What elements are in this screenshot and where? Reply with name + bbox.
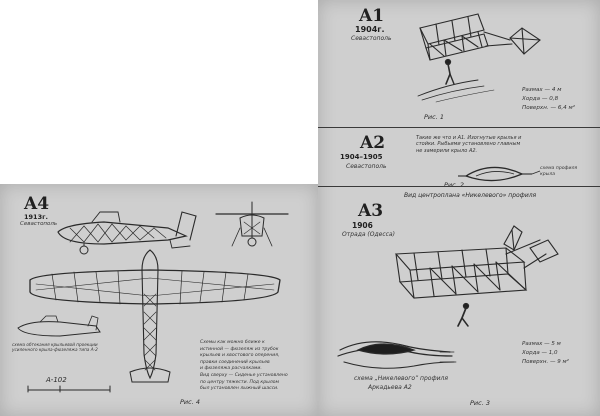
a4-label: A4: [24, 194, 50, 214]
a3-year: 1906: [352, 221, 373, 230]
a2-note-line-3: не замерили крыло А2.: [416, 147, 478, 154]
a4-text-line-4: правки соединений крыльев: [200, 359, 270, 365]
a2-note: Такие же что и А1. Изогнутые крылья и ст…: [416, 135, 521, 154]
divider-a2-a3: [318, 186, 600, 187]
a4-left-note-line-2: усиленного крыла-фюзеляжа типа А-2: [12, 347, 98, 353]
a3-stat-chord: Хорда — 1,0: [522, 349, 558, 356]
a1-glider-drawing: [318, 0, 600, 416]
sheet-right: A1 1904г. Севастополь: [318, 0, 600, 416]
a1-stat-area: Поверхн. — 6,4 м²: [522, 105, 575, 111]
a2-year: 1904–1905: [340, 153, 383, 161]
a2-profile-drawing: [318, 0, 600, 416]
a4-text-line-3: крыльев и хвостового оперения,: [200, 353, 280, 359]
a3-label: A3: [358, 201, 384, 221]
a3-figure-caption: Рис. 3: [470, 399, 490, 407]
a1-stat-chord: Хорда — 0,8: [522, 96, 559, 102]
a2-figure-caption: Рис. 2: [444, 181, 464, 189]
a4-place: Севастополь: [20, 221, 58, 227]
a1-stats: Размах — 4 м Хорда — 0,8 Поверхн. — 6,4 …: [522, 86, 575, 113]
a2-label: A2: [360, 133, 386, 153]
a4-figure-caption: Рис. 4: [180, 398, 200, 406]
a4-text-line-8: был установлен лыжный шасси.: [200, 386, 279, 392]
a1-label: A1: [359, 6, 385, 26]
a4-scale-label: А-102: [46, 376, 67, 384]
a2-note-line-1: Такие же что и А1. Изогнутые крылья и: [416, 135, 522, 141]
a1-place: Севастополь: [351, 35, 392, 42]
a4-text-line-7: по центру тяжести. Под крылом: [200, 379, 279, 385]
a3-profile-caption: схема „Никелевого” профиля Аркадьева А2: [354, 374, 448, 392]
a3-place: Отрада (Одесса): [342, 231, 395, 238]
a2-place: Севастополь: [346, 163, 387, 170]
a4-year: 1913г.: [24, 213, 48, 221]
a1-year: 1904г.: [355, 25, 385, 34]
a3-stat-span: Размах — 5 м: [522, 341, 561, 347]
a4-text-line-1: Схемы как можно ближе к: [200, 340, 265, 345]
a4-text-line-5: и фюзеляжа расчалками.: [200, 366, 262, 372]
a2-diagram-label: схема профиля крыла: [540, 166, 578, 177]
a1-figure-caption: Рис. 1: [424, 113, 444, 121]
a3-header-note: Вид центроплана «Никелевого» профиля: [404, 192, 537, 199]
a4-text-line-2: истинной — фюзеляж из трубок: [200, 346, 279, 352]
a3-stats: Размах — 5 м Хорда — 1,0 Поверхн. — 9 м²: [522, 340, 569, 366]
a4-text-block: Схемы как можно ближе к истинной — фюзел…: [200, 340, 288, 393]
a1-stat-span: Размах — 4 м: [522, 87, 562, 93]
a4-left-note: схема обтекания крыльевой проекции усиле…: [12, 342, 98, 353]
sheet-left: A4 1913г. Севастополь: [0, 184, 318, 416]
a4-aircraft-drawings: [0, 184, 318, 416]
a3-profile-caption-line-2: Аркадьева А2: [368, 384, 412, 391]
a4-text-line-6: Вид сверху — Сиденье установлено: [200, 372, 288, 378]
a2-note-line-2: стойки. Рыбьими установлено главным: [416, 141, 521, 148]
divider-a1-a2: [318, 127, 600, 128]
a3-profile-caption-line-1: схема „Никелевого” профиля: [354, 375, 448, 382]
a4-left-note-line-1: схема обтекания крыльевой проекции: [12, 342, 98, 347]
a3-glider-drawing: [318, 0, 600, 416]
a3-stat-area: Поверхн. — 9 м²: [522, 358, 569, 365]
